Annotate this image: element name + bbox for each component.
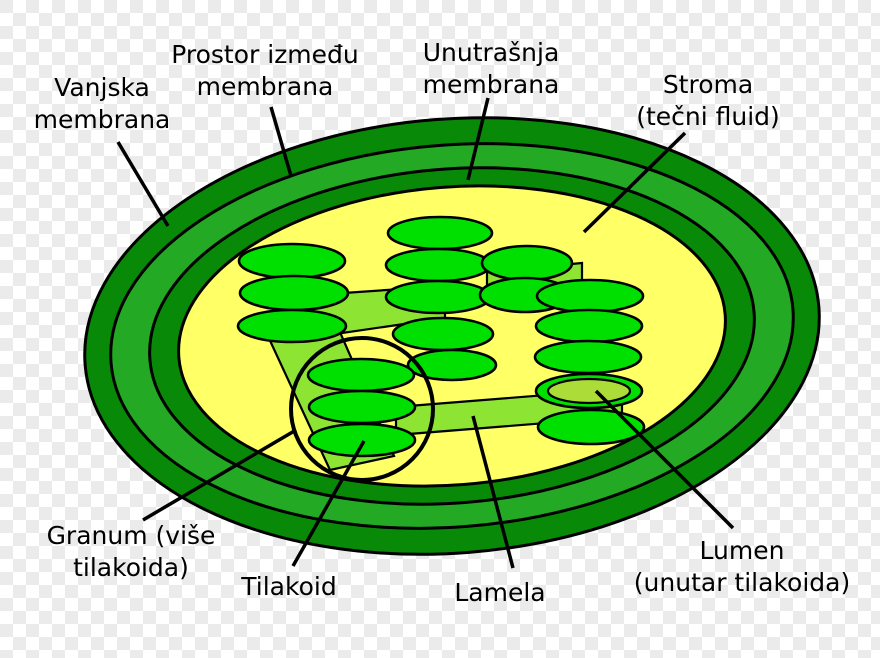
- pointer-stroma: [582, 131, 687, 234]
- thylakoid-ellipse: [238, 274, 350, 312]
- label-line: membrana: [196, 72, 334, 101]
- label-unutrasnja-membrana: Unutrašnja membrana: [423, 37, 560, 101]
- thylakoid-ellipse: [307, 389, 417, 425]
- pointer-lines: [116, 97, 735, 569]
- label-line: Prostor između: [171, 40, 359, 69]
- label-line: tilakoida): [73, 553, 189, 582]
- label-stroma: Stroma (tečni fluid): [636, 69, 780, 133]
- label-line: Vanjska: [54, 73, 150, 102]
- thylakoid-ellipse: [534, 308, 644, 344]
- label-granum: Granum (više tilakoida): [47, 520, 216, 584]
- label-lamela: Lamela: [454, 577, 545, 609]
- label-line: Granum (više: [46, 521, 216, 550]
- thylakoid-ellipse: [391, 316, 495, 352]
- thylakoid-ellipse: [536, 408, 646, 446]
- label-tilakoid: Tilakoid: [241, 571, 336, 603]
- label-line: membrana: [422, 70, 560, 99]
- pointer-lumen: [594, 389, 735, 530]
- label-line: Stroma: [662, 70, 754, 99]
- thylakoid-ellipse: [236, 308, 348, 344]
- label-line: (unutar tilakoida): [633, 568, 851, 597]
- thylakoid-ellipse: [384, 247, 492, 283]
- thylakoid-ellipse: [480, 244, 574, 282]
- label-line: Lumen: [699, 536, 785, 565]
- label-line: Lamela: [454, 578, 546, 607]
- granum-highlight-circle: [289, 336, 435, 482]
- lumen-region: [546, 377, 632, 405]
- pointer-unutrasnja-membrana: [466, 97, 490, 181]
- thylakoid-ellipse: [307, 422, 417, 458]
- pointer-granum: [142, 428, 297, 522]
- thylakoid-ellipse: [406, 348, 498, 382]
- pointer-lamela: [471, 415, 515, 569]
- thylakoid-ellipse: [386, 215, 494, 251]
- label-prostor-izmedju-membrana: Prostor između membrana: [171, 39, 359, 103]
- pointer-prostor-membrana: [269, 106, 293, 177]
- pointer-tilakoid: [291, 440, 366, 567]
- label-lumen: Lumen (unutar tilakoida): [634, 535, 850, 599]
- label-line: membrana: [33, 105, 171, 134]
- label-line: (tečni fluid): [636, 102, 780, 131]
- label-vanjska-membrana: Vanjska membrana: [34, 72, 171, 136]
- label-line: Tilakoid: [241, 572, 337, 601]
- pointer-vanjska-membrana: [116, 141, 170, 227]
- thylakoid-ellipse: [306, 357, 416, 393]
- thylakoid-ellipse: [535, 278, 645, 314]
- thylakoid-ellipse: [237, 242, 347, 280]
- thylakoid-ellipse: [533, 339, 643, 375]
- thylakoid-ellipse: [384, 279, 492, 315]
- label-line: Unutrašnja: [422, 38, 560, 67]
